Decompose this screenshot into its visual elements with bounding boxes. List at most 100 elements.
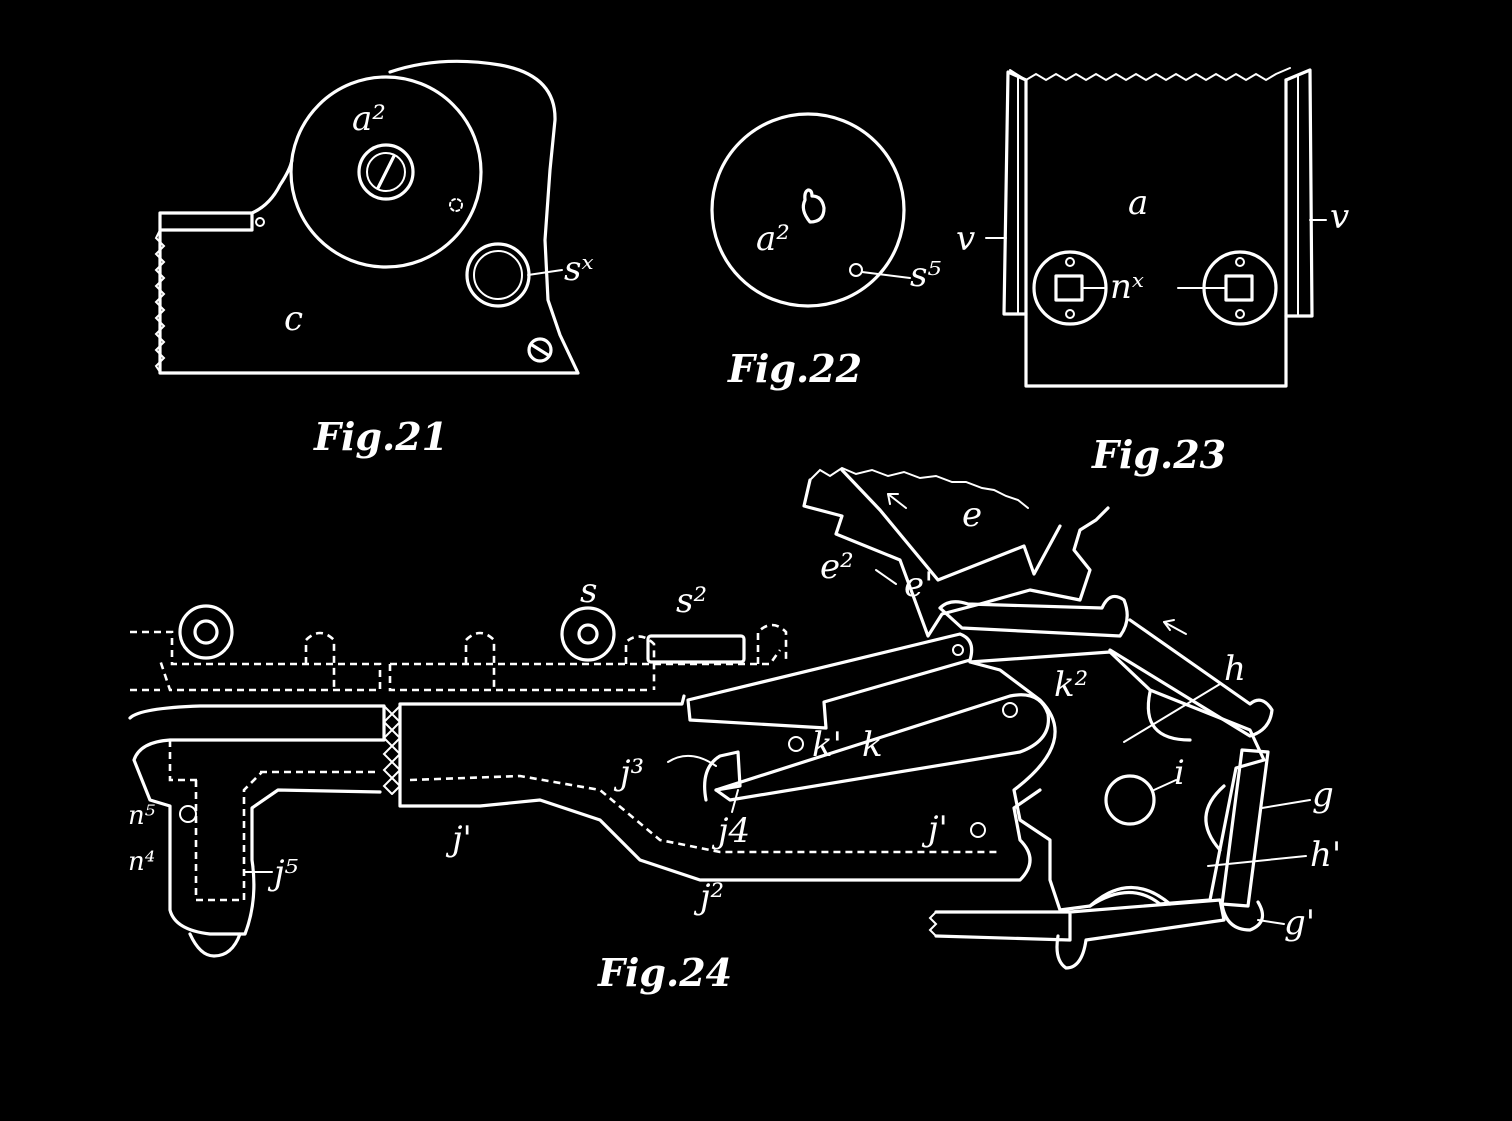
fig24-leader-i (1153, 779, 1177, 791)
fig24-label-e1: e' (904, 565, 933, 605)
fig24-leader-h1 (1207, 855, 1307, 867)
fig24-block-s2 (646, 634, 746, 664)
fig24-roller-s (560, 606, 616, 662)
fig24-caption: Fig.24 (597, 950, 732, 995)
fig24-label-k2: k² (1054, 665, 1088, 705)
fig24-label-j4: j4 (711, 811, 750, 851)
fig22-keyhole (801, 188, 826, 224)
fig23-label-v-left: v (956, 219, 975, 259)
fig24-curved-slot-right (1204, 784, 1226, 852)
fig21-label-c: c (284, 299, 303, 339)
fig24-rod-g (1220, 748, 1270, 908)
fig24-label-e2: e² (820, 547, 854, 587)
fig24-label-s: s (580, 571, 597, 611)
fig24-arrow-e (887, 493, 907, 509)
fig24-upper-link (686, 632, 974, 730)
fig23-label-v-right: v (1330, 197, 1349, 237)
fig24-pivot-k1 (788, 736, 804, 752)
fig24-leader-h (1123, 683, 1221, 743)
fig23-left-boss-hole-bottom (1065, 309, 1075, 319)
figure-21: a² c sˣ Fig.21 (154, 59, 594, 459)
fig24-arrowhead-e (887, 493, 899, 505)
fig24-curved-slot-bottom (1088, 885, 1172, 908)
fig24-upper-bar (938, 594, 1129, 638)
fig24-lever-j-dashed-inner (168, 740, 1000, 902)
fig24-bottom-rod (934, 898, 1226, 970)
fig23-label-nx: nˣ (1110, 267, 1144, 307)
fig21-screw-slot (530, 343, 550, 357)
fig24-leader-j4 (731, 789, 739, 813)
fig24-curved-slot-top (1146, 690, 1192, 742)
fig24-pivot-k2 (1002, 702, 1018, 718)
fig23-left-block (1054, 274, 1084, 302)
fig24-label-k: k (862, 725, 883, 765)
fig24-hole-i (1104, 774, 1156, 826)
fig24-segment-e-notch (840, 468, 1062, 582)
fig22-disc (710, 112, 906, 308)
fig24-lever-j-breaks (382, 705, 402, 795)
fig24-leader-j3 (667, 755, 717, 767)
fig24-label-h1: h' (1310, 835, 1341, 875)
fig21-hub-outer (357, 143, 415, 201)
fig21-serrated-edge (154, 229, 166, 373)
fig21-hub-slot (376, 154, 396, 190)
fig24-label-n4: n⁴ (128, 847, 155, 877)
fig21-label-a2: a² (352, 99, 386, 139)
fig22-label-s5: s⁵ (910, 255, 941, 295)
fig24-arm-j3 (703, 750, 742, 802)
fig21-label-sx: sˣ (564, 249, 594, 289)
fig24-label-e: e (962, 495, 982, 535)
fig24-label-g1: g' (1284, 903, 1315, 943)
fig22-small-hole (849, 263, 863, 277)
fig24-lever-j-outline (128, 694, 1042, 936)
fig21-dotted-hole (449, 198, 463, 212)
fig24-roller-s-inner (577, 623, 599, 645)
figure-24: e e² e' s s² h k² k' k j³ i j4 j' j' j² … (128, 466, 1341, 995)
fig22-label-a2: a² (756, 219, 790, 259)
fig24-label-k1: k' (812, 725, 842, 765)
fig24-label-s2: s² (676, 581, 707, 621)
fig24-arrowhead-h (1163, 619, 1175, 631)
fig21-screw (527, 337, 553, 363)
fig24-label-j1b: j' (921, 809, 948, 849)
fig24-label-i: i (1174, 753, 1185, 793)
fig23-toothed-top (1009, 67, 1291, 82)
fig24-roller-left (178, 604, 234, 660)
fig24-bottom-rod-break (928, 911, 938, 937)
fig24-link-k-outline (714, 693, 1051, 802)
fig24-upper-tabs (304, 623, 788, 690)
fig21-caption: Fig.21 (313, 414, 448, 459)
fig24-pivot-top (952, 644, 964, 656)
figure-22: a² s⁵ Fig.22 (710, 112, 941, 391)
fig24-pad-j5 (188, 932, 242, 958)
fig23-right-block (1224, 274, 1254, 302)
fig23-right-boss-hole-top (1235, 257, 1245, 267)
fig24-pin-n5 (179, 805, 197, 823)
fig24-leader-g1 (1257, 919, 1285, 925)
fig24-label-n5: n⁵ (128, 801, 156, 831)
fig24-segment-e-teeth (809, 466, 1029, 509)
fig23-body-outline (1024, 78, 1288, 388)
fig24-upper-carriage-dashed (130, 630, 782, 692)
fig24-arm-h (1108, 618, 1274, 738)
fig24-foot-g1 (1220, 900, 1265, 932)
fig24-label-h: h (1224, 649, 1246, 689)
fig21-socket-outer (465, 242, 531, 308)
fig21-leader-sx (527, 269, 563, 276)
fig24-label-g: g (1312, 775, 1334, 815)
fig22-leader-s5 (861, 271, 911, 279)
fig21-socket-inner (473, 250, 523, 300)
fig24-leader-g (1261, 799, 1311, 809)
fig24-label-j1a: j' (445, 819, 472, 859)
fig23-caption: Fig.23 (1091, 432, 1226, 477)
fig24-label-j3: j³ (613, 753, 644, 793)
fig21-pin-hole (255, 217, 265, 227)
figure-23: a v v nˣ Fig.23 (956, 67, 1349, 477)
fig24-roller-left-inner (193, 619, 219, 645)
fig24-leader-e2 (875, 569, 897, 585)
fig21-disc (289, 75, 483, 269)
fig23-right-boss-hole-bottom (1235, 309, 1245, 319)
fig23-left-flange (1002, 70, 1028, 316)
